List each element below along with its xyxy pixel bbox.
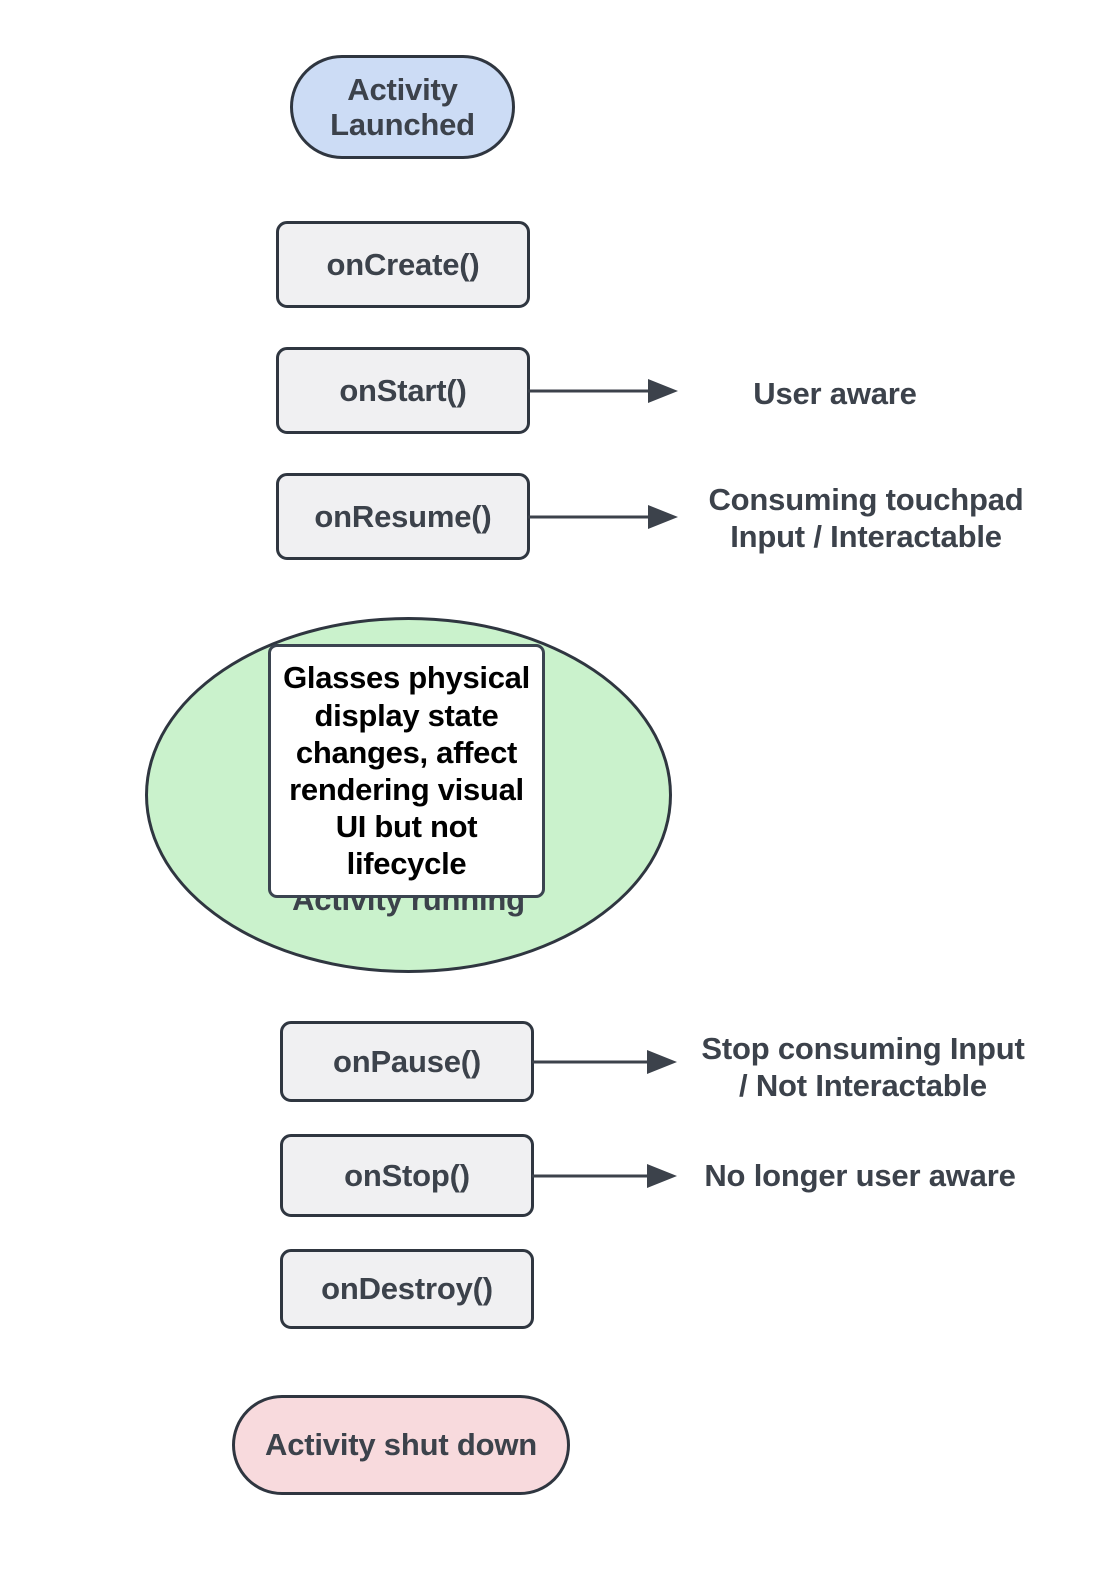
node-activity-shut-down[interactable]: Activity shut down — [232, 1395, 570, 1495]
arrow-onstart-to-user-aware — [528, 379, 678, 403]
node-onstop[interactable]: onStop() — [280, 1134, 534, 1217]
activity-launched-line1: Activity — [347, 71, 458, 107]
activity-launched-line2: Launched — [330, 107, 475, 142]
note-glasses-display-state: Glasses physical display state changes, … — [268, 644, 545, 898]
arrow-onpause-to-stop-consuming-input — [532, 1050, 677, 1074]
node-onpause[interactable]: onPause() — [280, 1021, 534, 1102]
node-activity-shut-down-label: Activity shut down — [265, 1427, 537, 1463]
node-onresume-label: onResume() — [314, 498, 492, 534]
node-activity-launched-label: Activity Launched — [330, 72, 475, 143]
node-onpause-label: onPause() — [332, 1043, 482, 1079]
node-onstop-label: onStop() — [344, 1157, 470, 1193]
node-activity-launched[interactable]: Activity Launched — [290, 55, 515, 159]
node-ondestroy[interactable]: onDestroy() — [280, 1249, 534, 1329]
node-onresume[interactable]: onResume() — [276, 473, 530, 560]
arrow-onstop-to-no-longer-user-aware — [532, 1164, 677, 1188]
annotation-stop-consuming-input: Stop consuming Input / Not Interactable — [701, 1031, 1025, 1104]
node-oncreate[interactable]: onCreate() — [276, 221, 530, 308]
arrow-onresume-to-consuming-input — [528, 505, 678, 529]
node-ondestroy-label: onDestroy() — [321, 1271, 493, 1307]
annotation-no-longer-user-aware: No longer user aware — [704, 1158, 1016, 1193]
node-oncreate-label: onCreate() — [326, 246, 480, 282]
annotation-user-aware: User aware — [753, 376, 917, 411]
annotation-consuming-touchpad-input: Consuming touchpad Input / Interactable — [708, 482, 1024, 555]
node-onstart[interactable]: onStart() — [276, 347, 530, 434]
node-onstart-label: onStart() — [339, 372, 467, 408]
